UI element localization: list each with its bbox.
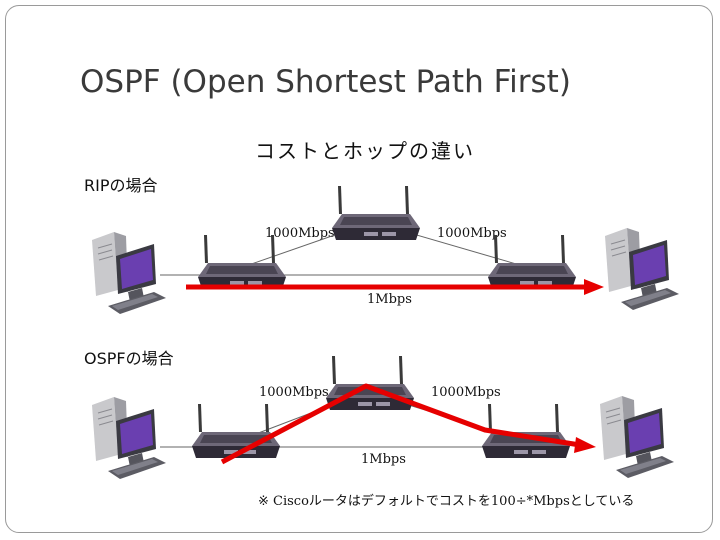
slide-subtitle: コストとホップの違い (255, 139, 475, 163)
footnote: ※ Ciscoルータはデフォルトでコストを100÷*Mbpsとしている (258, 494, 635, 509)
rip-link-direct-speed: 1Mbps (367, 292, 412, 307)
ospf-right-computer-icon (599, 395, 675, 479)
ospf-link-right-speed: 1000Mbps (431, 385, 501, 400)
rip-left-router-icon (198, 235, 286, 289)
ospf-path-arrow (220, 383, 596, 465)
slide-title: OSPF (Open Shortest Path First) (80, 64, 571, 100)
rip-right-router-icon (488, 235, 576, 289)
rip-link-right-speed: 1000Mbps (437, 226, 507, 241)
ospf-left-router-icon (192, 404, 280, 458)
rip-right-computer-icon (604, 227, 680, 311)
ospf-link-direct-speed: 1Mbps (361, 452, 406, 467)
rip-link-left-speed: 1000Mbps (265, 226, 335, 241)
ospf-left-computer-icon (91, 396, 167, 480)
rip-path-arrow (186, 279, 604, 295)
ospf-link-left-speed: 1000Mbps (259, 385, 329, 400)
rip-top-router-icon (332, 186, 420, 240)
rip-section-label: RIPの場合 (84, 176, 158, 195)
rip-left-computer-icon (91, 231, 167, 315)
ospf-section-label: OSPFの場合 (84, 349, 174, 368)
